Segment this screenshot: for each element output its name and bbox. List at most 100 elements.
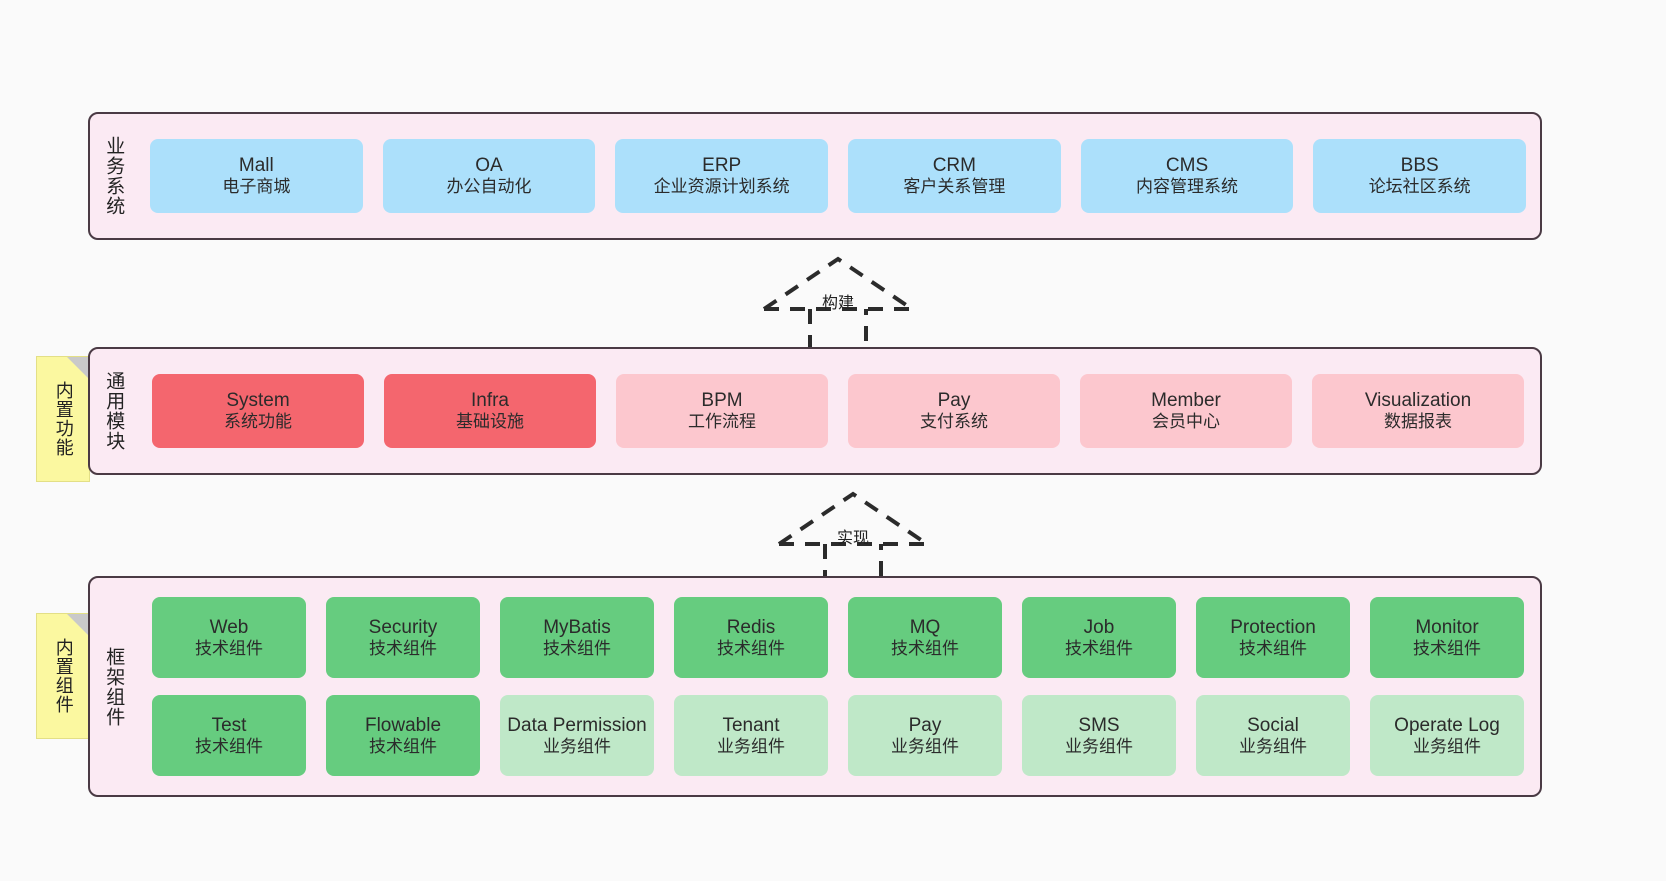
layer-title-modules: 通用模块 (103, 371, 125, 451)
tile-title: OA (475, 155, 503, 177)
tile-subtitle: 技术组件 (195, 638, 263, 658)
layer-framework-components: 框架组件 Web 技术组件 Security 技术组件 MyBatis 技术组件… (88, 576, 1542, 797)
tile-pay-component[interactable]: Pay 业务组件 (848, 695, 1002, 776)
tile-crm[interactable]: CRM 客户关系管理 (848, 139, 1061, 213)
layer-body-framework: Web 技术组件 Security 技术组件 MyBatis 技术组件 Redi… (136, 578, 1540, 795)
tile-subtitle: 业务组件 (543, 736, 611, 756)
tile-title: Test (211, 714, 247, 736)
tile-title: CMS (1165, 155, 1209, 177)
tile-flowable[interactable]: Flowable 技术组件 (326, 695, 480, 776)
tile-bpm[interactable]: BPM 工作流程 (616, 374, 828, 448)
tile-subtitle: 办公自动化 (446, 177, 532, 197)
tile-erp[interactable]: ERP 企业资源计划系统 (615, 139, 829, 213)
tile-subtitle: 系统功能 (224, 412, 292, 432)
relation-label-build: 构建 (821, 295, 855, 312)
tile-mybatis[interactable]: MyBatis 技术组件 (500, 597, 654, 678)
tile-title: Security (368, 616, 438, 638)
layer-business-systems: 业务系统 Mall 电子商城 OA 办公自动化 ERP 企业资源计划系统 CRM… (88, 112, 1542, 240)
tile-bbs[interactable]: BBS 论坛社区系统 (1313, 139, 1527, 213)
layer-body-business: Mall 电子商城 OA 办公自动化 ERP 企业资源计划系统 CRM 客户关系… (136, 114, 1540, 238)
tile-title: MyBatis (543, 616, 611, 638)
note-builtin-functions: 内置功能 (36, 356, 90, 482)
tile-subtitle: 会员中心 (1152, 412, 1220, 432)
tile-row: System 系统功能 Infra 基础设施 BPM 工作流程 Pay 支付系统… (152, 374, 1524, 448)
dashed-generalization-arrow-icon (777, 491, 929, 586)
tile-social[interactable]: Social 业务组件 (1196, 695, 1350, 776)
tile-title: Social (1247, 714, 1299, 736)
tile-subtitle: 内容管理系统 (1136, 177, 1239, 197)
tile-title: MQ (909, 616, 941, 638)
tile-title: Operate Log (1394, 714, 1500, 736)
tile-subtitle: 技术组件 (1065, 638, 1133, 658)
tile-title: Mall (238, 155, 274, 177)
tile-row: Web 技术组件 Security 技术组件 MyBatis 技术组件 Redi… (152, 597, 1524, 678)
tile-title: SMS (1078, 714, 1120, 736)
tile-sms[interactable]: SMS 业务组件 (1022, 695, 1176, 776)
tile-pay-module[interactable]: Pay 支付系统 (848, 374, 1060, 448)
tile-subtitle: 客户关系管理 (903, 177, 1006, 197)
layer-title-business: 业务系统 (103, 136, 125, 216)
note-label: 内置功能 (53, 381, 74, 457)
tile-subtitle: 数据报表 (1384, 412, 1452, 432)
tile-title: Data Permission (507, 714, 647, 736)
tile-subtitle: 业务组件 (1065, 736, 1133, 756)
layer-body-modules: System 系统功能 Infra 基础设施 BPM 工作流程 Pay 支付系统… (136, 349, 1540, 473)
tile-redis[interactable]: Redis 技术组件 (674, 597, 828, 678)
tile-subtitle: 基础设施 (456, 412, 524, 432)
tile-title: Visualization (1364, 390, 1472, 412)
tile-test[interactable]: Test 技术组件 (152, 695, 306, 776)
tile-web[interactable]: Web 技术组件 (152, 597, 306, 678)
layer-title-framework: 框架组件 (103, 646, 125, 727)
relation-label-implement: 实现 (836, 530, 870, 547)
tile-operate-log[interactable]: Operate Log 业务组件 (1370, 695, 1524, 776)
layer-general-modules: 通用模块 System 系统功能 Infra 基础设施 BPM 工作流程 Pay… (88, 347, 1542, 475)
note-label: 内置组件 (53, 638, 74, 714)
tile-protection[interactable]: Protection 技术组件 (1196, 597, 1350, 678)
tile-subtitle: 工作流程 (688, 412, 756, 432)
tile-subtitle: 企业资源计划系统 (653, 177, 790, 197)
tile-subtitle: 电子商城 (222, 177, 291, 197)
tile-row: Mall 电子商城 OA 办公自动化 ERP 企业资源计划系统 CRM 客户关系… (150, 139, 1527, 213)
tile-job[interactable]: Job 技术组件 (1022, 597, 1176, 678)
tile-title: Redis (726, 616, 776, 638)
tile-system[interactable]: System 系统功能 (152, 374, 364, 448)
tile-subtitle: 业务组件 (891, 736, 959, 756)
tile-monitor[interactable]: Monitor 技术组件 (1370, 597, 1524, 678)
tile-tenant[interactable]: Tenant 业务组件 (674, 695, 828, 776)
tile-subtitle: 论坛社区系统 (1368, 177, 1471, 197)
tile-title: Monitor (1415, 616, 1479, 638)
tile-row: Test 技术组件 Flowable 技术组件 Data Permission … (152, 695, 1524, 776)
tile-subtitle: 技术组件 (543, 638, 611, 658)
tile-mall[interactable]: Mall 电子商城 (150, 139, 363, 213)
tile-mq[interactable]: MQ 技术组件 (848, 597, 1002, 678)
note-fold-corner-icon (67, 357, 89, 379)
tile-subtitle: 技术组件 (195, 736, 263, 756)
tile-security[interactable]: Security 技术组件 (326, 597, 480, 678)
tile-title: System (226, 390, 290, 412)
tile-title: BPM (701, 390, 743, 412)
tile-data-permission[interactable]: Data Permission 业务组件 (500, 695, 654, 776)
tile-cms[interactable]: CMS 内容管理系统 (1080, 139, 1294, 213)
tile-title: Infra (470, 390, 510, 412)
relation-build: 构建 (748, 253, 928, 351)
tile-infra[interactable]: Infra 基础设施 (384, 374, 596, 448)
tile-title: Web (209, 616, 249, 638)
tile-subtitle: 技术组件 (369, 736, 437, 756)
tile-title: Job (1083, 616, 1115, 638)
tile-visualization[interactable]: Visualization 数据报表 (1312, 374, 1524, 448)
tile-title: Protection (1230, 616, 1316, 638)
tile-member[interactable]: Member 会员中心 (1080, 374, 1292, 448)
note-fold-corner-icon (67, 614, 89, 636)
dashed-generalization-arrow-icon (762, 256, 914, 351)
relation-implement: 实现 (763, 488, 943, 586)
tile-title: Flowable (364, 714, 442, 736)
tile-subtitle: 业务组件 (1413, 736, 1481, 756)
tile-subtitle: 技术组件 (369, 638, 437, 658)
tile-subtitle: 技术组件 (891, 638, 959, 658)
tile-subtitle: 业务组件 (717, 736, 785, 756)
tile-oa[interactable]: OA 办公自动化 (382, 139, 596, 213)
tile-subtitle: 业务组件 (1239, 736, 1307, 756)
tile-subtitle: 技术组件 (1413, 638, 1481, 658)
tile-subtitle: 技术组件 (1239, 638, 1307, 658)
